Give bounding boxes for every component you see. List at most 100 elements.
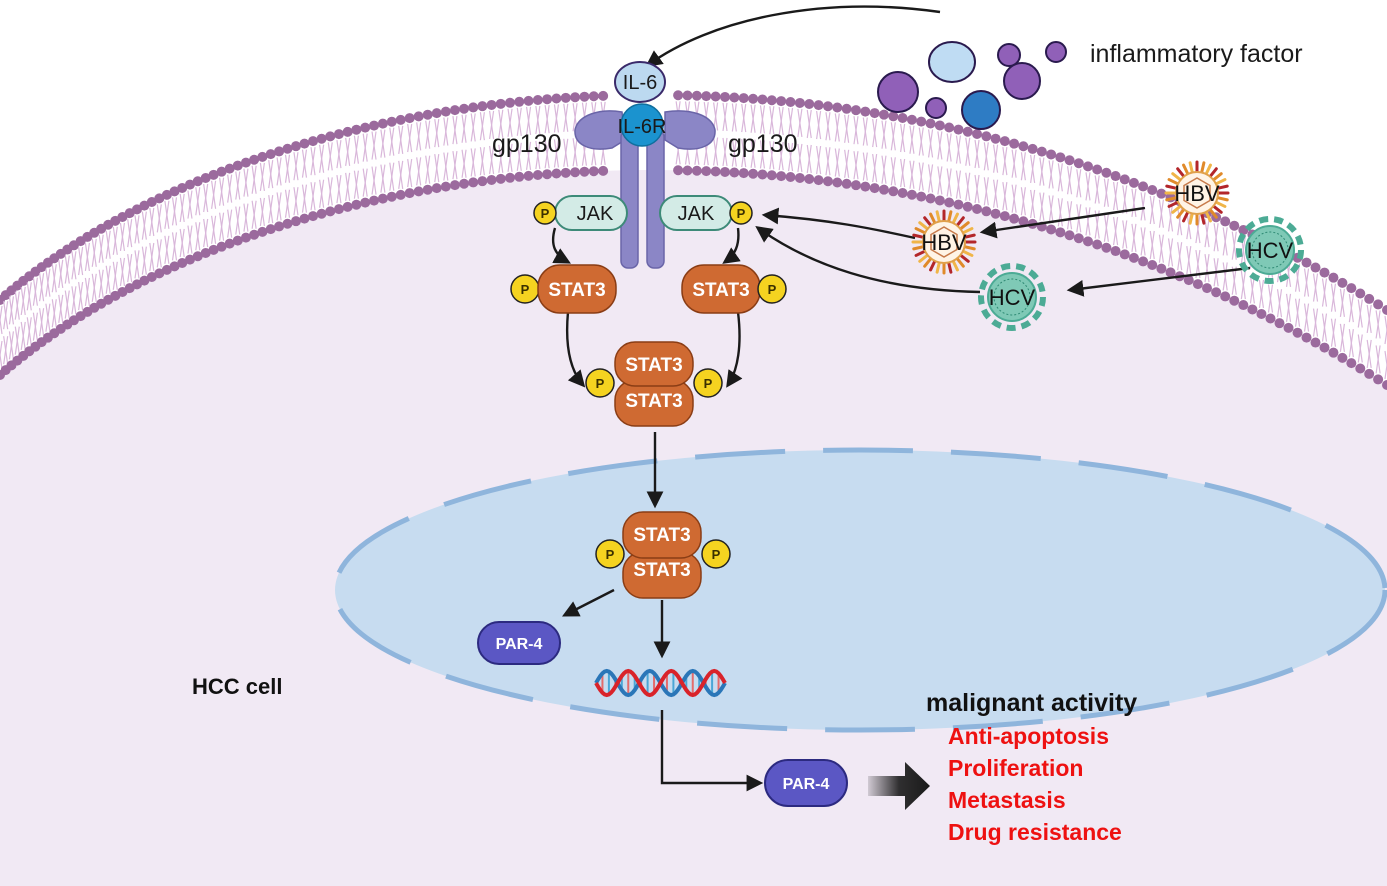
- hcv-capsid: [1251, 231, 1289, 269]
- lipid-head: [748, 168, 759, 179]
- lipid-head: [377, 193, 388, 204]
- hcv-envelope: [987, 272, 1037, 322]
- lipid-tail: [479, 112, 485, 141]
- lipid-head: [1147, 184, 1158, 195]
- lipid-head: [342, 201, 353, 212]
- lipid-tail: [797, 143, 803, 173]
- phospho-label: P: [541, 206, 550, 221]
- gp130-left-stalk: [620, 129, 639, 269]
- lipid-tail: [741, 139, 747, 168]
- lipid-head: [1301, 332, 1312, 343]
- inflammatory-factor-label: inflammatory factor: [1090, 40, 1303, 68]
- lipid-head: [776, 171, 787, 182]
- lipid-tail: [955, 135, 962, 164]
- lipid-tail: [992, 144, 999, 173]
- lipid-head: [200, 173, 211, 184]
- lipid-head: [860, 106, 871, 117]
- lipid-head: [598, 165, 609, 176]
- lipid-tail: [425, 155, 431, 184]
- lipid-head: [342, 126, 353, 137]
- lipid-tail: [535, 140, 541, 170]
- lipid-tail: [195, 187, 201, 216]
- lipid-tail: [156, 204, 162, 233]
- lipid-head: [897, 112, 908, 123]
- lipid-head: [1373, 299, 1384, 310]
- lipid-head: [832, 177, 843, 188]
- lipid-tail: [345, 137, 351, 166]
- lipid-head: [1009, 138, 1020, 149]
- lipid-head: [249, 154, 260, 165]
- lipid-head: [486, 174, 497, 185]
- lipid-head: [249, 229, 260, 240]
- lipid-tail: [544, 105, 550, 134]
- lipid-head: [232, 235, 243, 246]
- lipid-head: [449, 105, 460, 116]
- lipid-head: [682, 165, 693, 176]
- lipid-head: [325, 131, 336, 142]
- lipid-tail: [731, 103, 737, 132]
- lipid-head: [701, 166, 712, 177]
- lipid-tail: [461, 114, 467, 143]
- lipid-head: [495, 173, 506, 184]
- lipid-head: [897, 187, 908, 198]
- lipid-head: [1310, 262, 1321, 273]
- lipid-tail: [1231, 231, 1237, 260]
- lipid-head: [139, 275, 150, 286]
- lipid-head: [224, 163, 235, 174]
- lipid-tail: [26, 282, 32, 311]
- hcc-cell-label: HCC cell: [192, 674, 282, 699]
- lipid-tail: [862, 152, 868, 181]
- lipid-tail: [179, 228, 185, 258]
- lipid-tail: [927, 164, 934, 193]
- lipid-tail: [853, 116, 859, 145]
- lipid-head: [1292, 327, 1303, 338]
- lipid-tail: [407, 123, 413, 153]
- arrow-dna-to-par4: [660, 710, 764, 792]
- lipid-head: [360, 197, 371, 208]
- lipid-head: [1046, 224, 1057, 235]
- lipid-tail: [416, 122, 422, 151]
- lipid-tail: [844, 114, 850, 143]
- lipid-head: [1064, 155, 1075, 166]
- lipid-head: [459, 178, 470, 189]
- lipid-head: [729, 167, 740, 178]
- lipid-tail: [881, 120, 887, 149]
- lipid-tail: [1131, 223, 1137, 252]
- lipid-head: [794, 172, 805, 183]
- lipid-tail: [443, 117, 449, 146]
- lipid-tail: [0, 305, 3, 325]
- lipid-tail: [211, 215, 217, 244]
- lipid-head: [860, 181, 871, 192]
- lipid-tail: [434, 119, 440, 148]
- lipid-tail: [398, 125, 404, 154]
- lipid-tail: [750, 104, 756, 133]
- lipid-tail: [553, 104, 560, 133]
- lipid-tail: [1240, 270, 1246, 300]
- lipid-head: [308, 211, 319, 222]
- lipid-tail: [955, 170, 962, 199]
- lipid-tail: [1384, 325, 1387, 345]
- lipid-head: [192, 176, 203, 187]
- lipid-head: [154, 268, 165, 279]
- lipid-tail: [974, 139, 980, 169]
- lipid-head: [240, 232, 251, 243]
- lipid-head: [934, 195, 945, 206]
- lipid-head: [1319, 342, 1330, 353]
- lipid-tail: [1384, 350, 1387, 370]
- lipid-head: [1082, 161, 1093, 172]
- lipid-head: [1364, 368, 1375, 379]
- lipid-tail: [1131, 188, 1137, 217]
- lipid-tail: [488, 145, 495, 175]
- dna-helix-icon: [594, 668, 727, 698]
- lipid-tail: [872, 154, 878, 183]
- lipid-head: [316, 133, 327, 144]
- lipid-head: [131, 279, 142, 290]
- lipid-tail: [32, 312, 38, 341]
- lipid-tail: [1167, 238, 1174, 267]
- lipid-head: [1183, 275, 1194, 286]
- lipid-tail: [787, 142, 794, 172]
- lipid-head: [710, 91, 721, 102]
- lipid-tail: [806, 109, 812, 139]
- lipid-head: [523, 170, 534, 181]
- lipid-tail: [84, 277, 90, 306]
